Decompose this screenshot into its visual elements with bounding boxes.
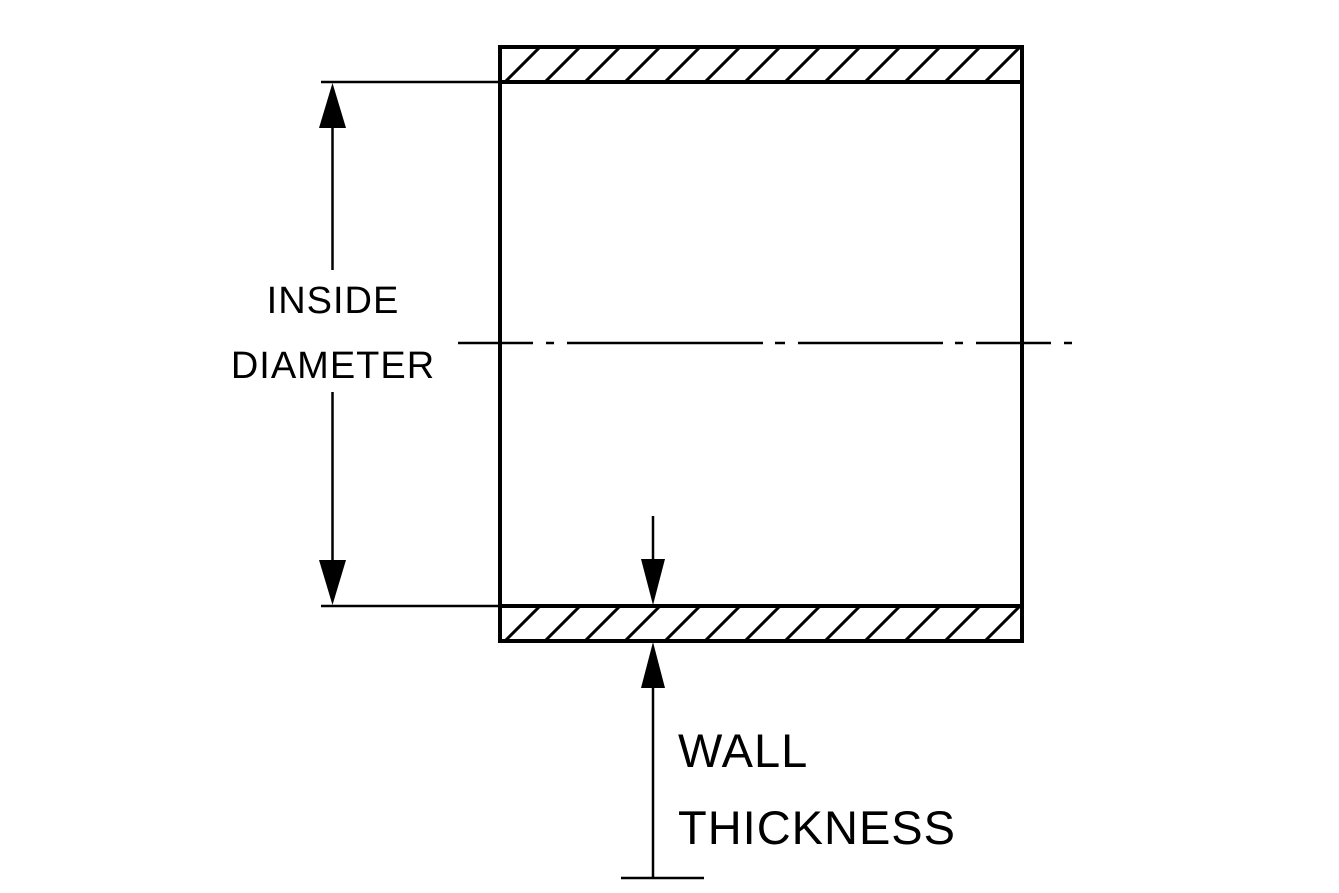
wall-thickness-arrow-down-icon bbox=[641, 559, 665, 605]
wall-thickness-arrow-up-icon bbox=[641, 642, 665, 688]
inside-diameter-arrow-down-icon bbox=[319, 560, 346, 605]
wall-thickness-label-line2: THICKNESS bbox=[678, 801, 956, 854]
inside-diameter-label-line1: INSIDE bbox=[267, 280, 400, 322]
wall-thickness-label-line1: WALL bbox=[678, 724, 808, 777]
inside-diameter-dimension: INSIDE DIAMETER bbox=[231, 80, 500, 608]
inside-diameter-arrow-up-icon bbox=[319, 83, 346, 128]
tube-cross-section bbox=[498, 45, 1024, 643]
wall-thickness-dimension: WALL THICKNESS bbox=[621, 516, 956, 880]
bottom-wall-hatch bbox=[498, 604, 1024, 643]
top-wall-hatch bbox=[498, 45, 1024, 84]
inside-diameter-label-line2: DIAMETER bbox=[231, 345, 435, 387]
